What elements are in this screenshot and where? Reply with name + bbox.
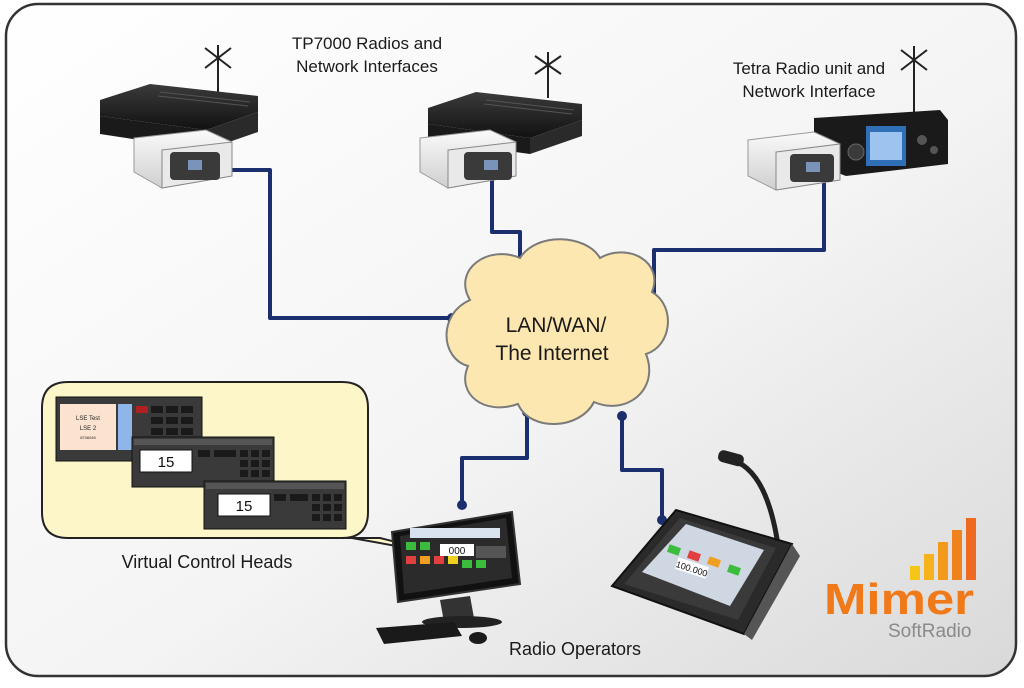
tetra-label-line1: Tetra Radio unit and xyxy=(733,59,885,78)
mimer-logo: Mimer SoftRadio xyxy=(824,518,976,642)
console-screen-buttons xyxy=(666,544,742,576)
tp7000-radio-2 xyxy=(419,52,582,189)
cloud-label-line2: The Internet xyxy=(495,342,608,365)
control-head-2: 15 xyxy=(131,436,275,488)
network-cloud: LAN/WAN/ The Internet xyxy=(445,238,669,425)
operator-workstation: 000 xyxy=(376,510,522,644)
control-head-3: 15 xyxy=(203,480,347,530)
radio-operators-label: Radio Operators xyxy=(509,639,641,659)
logo-brand: Mimer xyxy=(824,575,974,624)
tp7000-radio-1 xyxy=(100,45,258,189)
logo-product: SoftRadio xyxy=(888,621,971,642)
head1-text-3: 8706049 xyxy=(80,435,96,440)
head1-text-1: LSE Test xyxy=(76,416,100,422)
link-radio2 xyxy=(490,171,522,268)
virtual-heads-label: Virtual Control Heads xyxy=(122,552,293,572)
tp7000-label-line1: TP7000 Radios and xyxy=(292,34,442,53)
link-radio1 xyxy=(196,168,452,320)
tp7000-label-line2: Network Interfaces xyxy=(296,57,438,76)
head1-text-2: LSE 2 xyxy=(80,426,97,432)
head3-channel: 15 xyxy=(236,498,253,515)
logo-bars xyxy=(910,518,976,580)
cloud-label-line1: LAN/WAN/ xyxy=(506,314,607,337)
tetra-radio-unit xyxy=(747,46,948,191)
link-console xyxy=(620,416,664,520)
head2-channel: 15 xyxy=(158,454,175,471)
desk-console: 100.000 xyxy=(610,450,800,640)
tetra-label-line2: Network Interface xyxy=(742,82,875,101)
virtual-heads-callout: LSE Test LSE 2 8706049 15 15 xyxy=(41,381,453,557)
operator-display-value: 000 xyxy=(449,546,466,557)
operator-screen-buttons xyxy=(406,528,506,568)
link-operator xyxy=(460,412,529,505)
